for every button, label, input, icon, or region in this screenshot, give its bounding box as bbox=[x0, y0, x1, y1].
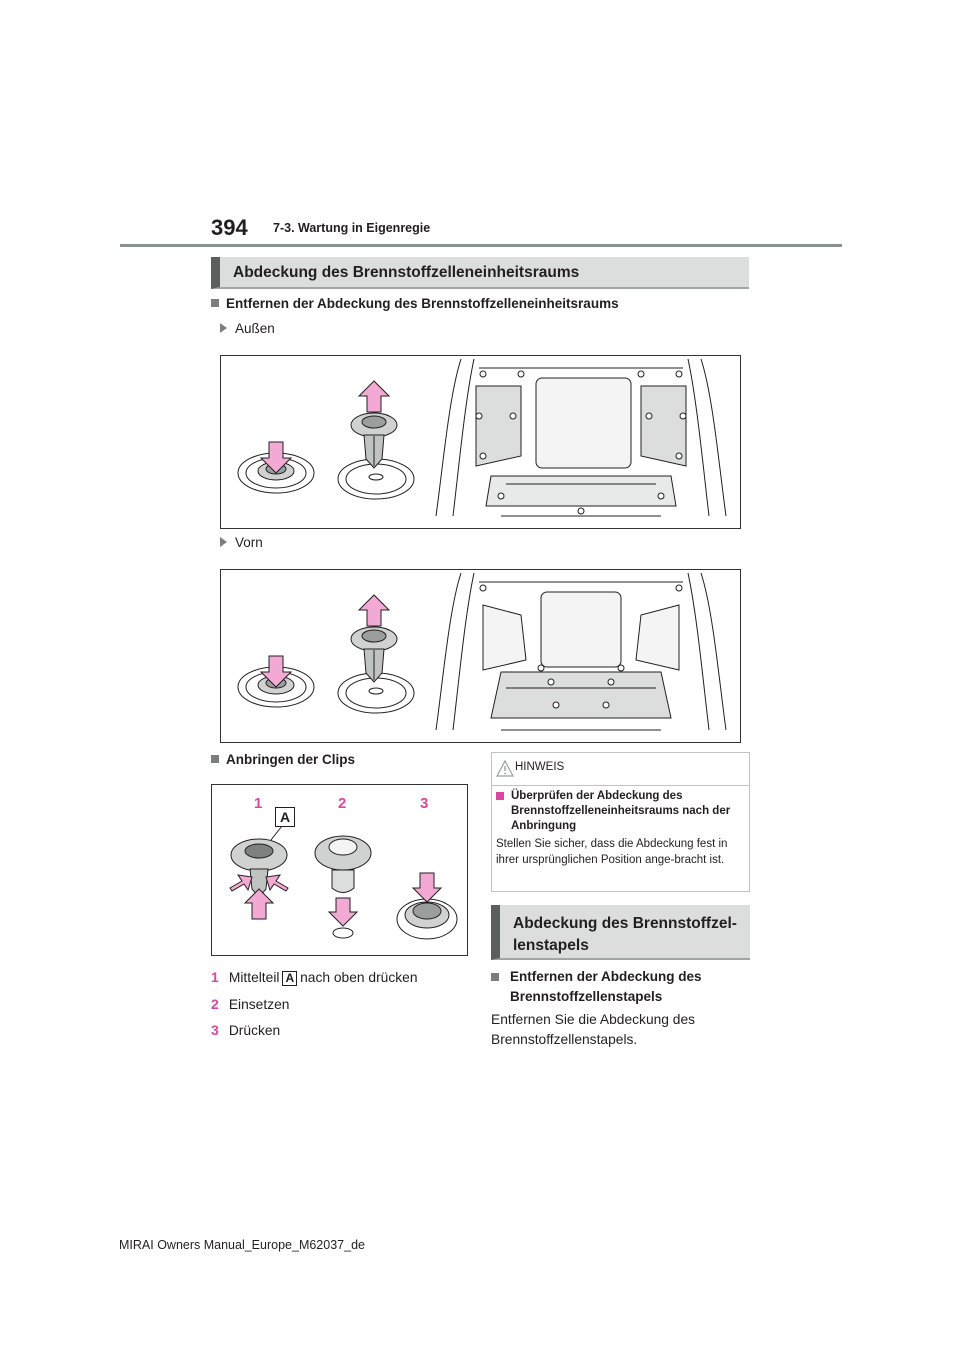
stack-cover-body: Entfernen Sie die Abdeckung des Brennsto… bbox=[491, 1012, 696, 1047]
triangle-bullet-icon bbox=[220, 537, 227, 547]
section-heading-stack-cover: Abdeckung des Brennstoffzel- lenstapels bbox=[491, 905, 750, 960]
step-2: 2 Einsetzen bbox=[211, 996, 290, 1012]
figure-outer-clips bbox=[220, 355, 741, 529]
subheading-attach-clips: Anbringen der Clips bbox=[211, 752, 355, 767]
square-bullet-icon bbox=[496, 792, 504, 800]
page-number: 394 bbox=[211, 215, 248, 240]
note-subheading: Überprüfen der Abdeckung des Brennstoffz… bbox=[496, 789, 744, 834]
callout-a: A bbox=[275, 807, 295, 827]
triangle-bullet-icon bbox=[220, 323, 227, 333]
square-bullet-icon bbox=[211, 755, 219, 763]
square-bullet-icon bbox=[491, 973, 499, 981]
subheading-remove-stack-cover: Entfernen der Abdeckung des Brennstoffze… bbox=[491, 967, 750, 1007]
note-title: HINWEIS bbox=[515, 761, 565, 773]
figure-attach-clips: 1 2 3 A bbox=[211, 784, 468, 956]
figure-front-clips bbox=[220, 569, 741, 743]
arrow-up-icon bbox=[243, 888, 275, 920]
section-heading-unit-cover: Abdeckung des Brennstoffzelleneinheitsra… bbox=[211, 257, 749, 289]
arrow-down-icon bbox=[259, 655, 293, 688]
step-3: 3 Drücken bbox=[211, 1022, 281, 1038]
figure-label-2: 2 bbox=[338, 795, 347, 812]
note-box: HINWEIS Überprüfen der Abdeckung des Bre… bbox=[491, 752, 750, 892]
note-body: Stellen Sie sicher, dass die Abdeckung f… bbox=[496, 838, 728, 866]
subheading-remove-cover: Entfernen der Abdeckung des Brennstoffze… bbox=[211, 296, 619, 311]
outer-label: Außen bbox=[220, 321, 275, 336]
front-label: Vorn bbox=[220, 535, 263, 550]
square-bullet-icon bbox=[211, 299, 219, 307]
footer-text: MIRAI Owners Manual_Europe_M62037_de bbox=[119, 1238, 365, 1252]
chapter-title: 7-3. Wartung in Eigenregie bbox=[273, 221, 431, 235]
arrow-down-icon bbox=[327, 897, 359, 927]
figure-label-3: 3 bbox=[420, 795, 429, 812]
note-header: HINWEIS bbox=[492, 753, 749, 786]
arrow-up-icon bbox=[357, 594, 391, 627]
figure-label-1: 1 bbox=[254, 795, 263, 812]
arrow-down-icon bbox=[411, 872, 443, 903]
arrow-up-icon bbox=[357, 380, 391, 413]
header-rule bbox=[120, 244, 842, 247]
arrow-down-icon bbox=[259, 441, 293, 474]
warning-triangle-icon bbox=[496, 760, 514, 777]
